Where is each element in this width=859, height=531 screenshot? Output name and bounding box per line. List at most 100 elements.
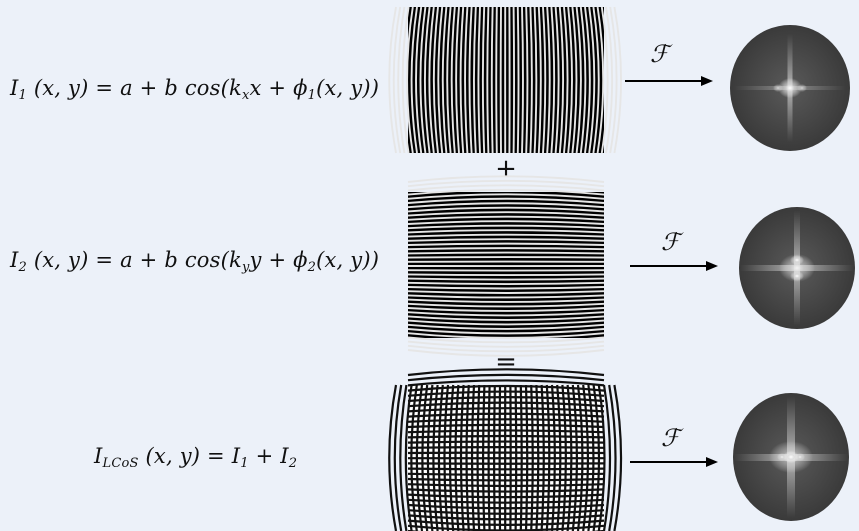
fourier-spectrum-1 (730, 25, 850, 151)
fringe-line (407, 229, 605, 234)
eq3-rhs-a: (x, y) = I (145, 444, 241, 468)
fringe-line (424, 6, 431, 154)
fringe-line (529, 6, 533, 154)
fringe-line (407, 390, 605, 397)
fringe-line (468, 6, 473, 154)
fringe-line (407, 202, 605, 209)
fourier-symbol-3: ℱ (661, 424, 680, 452)
fringe-line (579, 6, 587, 154)
fringe-line (407, 319, 605, 326)
fringe-line (473, 6, 477, 154)
fringe-line (455, 6, 460, 154)
fringe-line (609, 6, 618, 154)
fringe-line (407, 429, 605, 434)
eq3-symbol-sub: LCoS (102, 456, 139, 471)
fringe-line (388, 384, 398, 531)
eq3-rhs-sub-a: 1 (240, 456, 249, 471)
fringe-line (407, 488, 605, 493)
fringe-line (407, 302, 605, 308)
fringe-line (407, 256, 605, 259)
fringe-line (397, 6, 406, 154)
fringe-line (407, 224, 605, 230)
fringe-line (516, 6, 520, 154)
fringe-line (407, 336, 605, 344)
fringe-line (407, 332, 605, 339)
fringe-line (407, 247, 605, 251)
fringe-line (407, 467, 605, 471)
fringe-line (407, 396, 605, 403)
fringe-line (407, 294, 605, 299)
fringe-line (459, 6, 465, 154)
fringe-line (407, 477, 605, 482)
fringe-line (407, 349, 605, 357)
fringe-line (407, 498, 605, 504)
fringe-line (546, 6, 551, 154)
fringe-line (596, 6, 605, 154)
fringe-line (407, 412, 605, 418)
fourier-spectrum-3 (733, 393, 849, 521)
eq2-symbol: I (10, 248, 19, 272)
fringe-line (563, 6, 569, 154)
fringe-line (407, 311, 605, 317)
fringe-line (399, 384, 408, 531)
fringe-line (407, 373, 605, 382)
fringe-line (432, 6, 439, 154)
fringe-line (588, 6, 596, 154)
fourier-symbol-2: ℱ (661, 228, 680, 256)
fringe-line (407, 344, 605, 353)
fringe-line (437, 6, 444, 154)
fringe-line (406, 6, 414, 154)
fringe-pattern-2 (407, 175, 605, 357)
fringe-line (407, 290, 605, 294)
fringe-line (407, 328, 605, 335)
equation-i1: I1 (x, y) = a + b cos(kxx + ϕ1(x, y)) (10, 76, 379, 103)
fringe-line (407, 242, 605, 246)
fringe-line (401, 6, 410, 154)
fringe-line (407, 503, 605, 510)
horizontal-fringe-lines (407, 175, 605, 357)
transform-arrow-3 (630, 457, 718, 467)
fringe-line (575, 6, 582, 154)
transform-arrow-1 (625, 76, 713, 86)
fringe-line (393, 384, 403, 531)
fringe-line (407, 446, 605, 449)
eq1-rhs-sub-b: 1 (307, 88, 317, 103)
fringe-line (490, 6, 494, 154)
plus-operator: + (495, 154, 517, 184)
fringe-line (407, 184, 605, 192)
fringe-line (407, 323, 605, 330)
eq2-rhs-sub-b: 2 (307, 260, 317, 275)
fringe-line (407, 298, 605, 303)
eq1-rhs-a: (x, y) = a + b cos(k (33, 76, 242, 100)
fringe-line (407, 233, 605, 238)
fringe-line (407, 524, 605, 531)
eq2-symbol-sub: 2 (18, 260, 27, 275)
fringe-line (533, 6, 538, 154)
fringe-line (550, 6, 556, 154)
fringe-line (428, 6, 435, 154)
eq2-rhs-c: (x, y)) (316, 248, 380, 272)
fringe-pattern-3 (388, 368, 623, 531)
fringe-line (608, 384, 617, 531)
fringe-line (407, 472, 605, 476)
fringe-line (407, 251, 605, 255)
crossed-fringe-horizontal (407, 368, 605, 531)
fringe-line (407, 418, 605, 423)
fringe-line (464, 6, 469, 154)
fringe-line (407, 379, 605, 387)
fringe-line (600, 6, 609, 154)
fringe-line (407, 175, 605, 183)
eq2-rhs-sub-a: y (241, 260, 250, 275)
fringe-line (407, 440, 605, 444)
fringe-line (407, 281, 605, 285)
eq3-symbol: I (94, 444, 103, 468)
fringe-line (407, 211, 605, 217)
fringe-line (407, 193, 605, 200)
vertical-fringe-lines (388, 6, 622, 154)
fringe-line (407, 307, 605, 312)
fringe-line (407, 238, 605, 242)
fringe-line (486, 6, 490, 154)
fringe-line (567, 6, 573, 154)
fringe-line (407, 368, 605, 377)
fringe-line (407, 206, 605, 213)
